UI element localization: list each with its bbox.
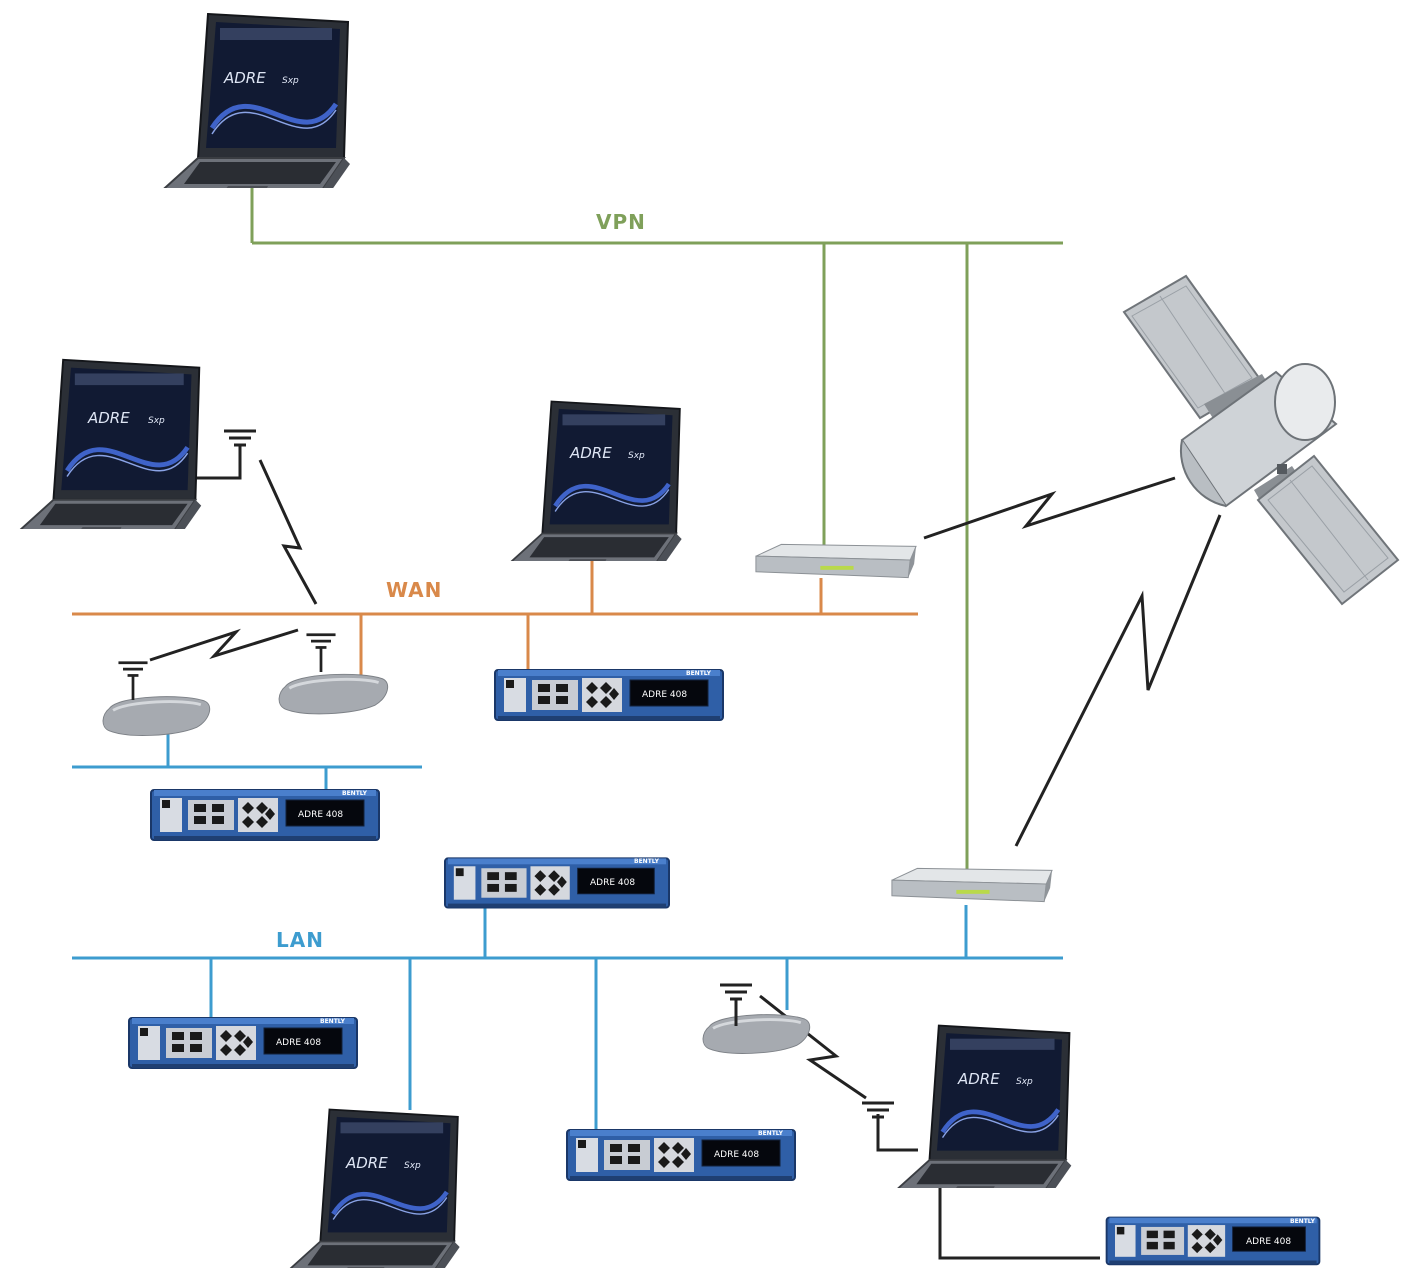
svg-text:ADRE: ADRE [87, 409, 130, 427]
laptop-icon [11, 360, 202, 545]
laptop-icon [888, 1026, 1071, 1203]
laptop-bottom-right-antenna-cable [876, 1114, 918, 1152]
router-icon [755, 543, 917, 579]
svg-text:ADRE: ADRE [223, 69, 266, 87]
laptop-to-adre-cable [938, 1180, 1100, 1260]
adre-408-unit-icon [444, 857, 670, 909]
vpn-label: VPN [596, 210, 646, 234]
laptop-wireless-left: ADRE Sxp [11, 360, 202, 545]
adre-408-unit-icon [150, 789, 380, 841]
svg-text:Sxp: Sxp [1016, 1077, 1033, 1087]
adre-unit-lan-middle: ADRE 408 BENTLY [566, 1129, 796, 1181]
wireless-access-point-icon [701, 1013, 812, 1055]
wireless-access-point-icon [101, 695, 212, 737]
svg-text:Sxp: Sxp [148, 416, 165, 426]
adre-408-unit-icon [566, 1129, 796, 1181]
svg-text:BENTLY: BENTLY [342, 790, 368, 797]
antenna-icon [304, 633, 338, 672]
antenna-icon [222, 429, 258, 472]
svg-text:BENTLY: BENTLY [320, 1018, 346, 1025]
svg-text:ADRE: ADRE [345, 1154, 388, 1172]
svg-text:ADRE 408: ADRE 408 [298, 810, 343, 820]
svg-text:ADRE 408: ADRE 408 [590, 878, 635, 888]
svg-text:BENTLY: BENTLY [634, 858, 660, 865]
laptop-wan: ADRE Sxp [502, 402, 682, 576]
laptop-icon [280, 1110, 460, 1268]
laptop-icon [154, 14, 350, 204]
wan-network [72, 555, 918, 680]
svg-text:ADRE 408: ADRE 408 [276, 1038, 321, 1048]
svg-text:ADRE: ADRE [957, 1070, 1000, 1088]
svg-text:ADRE 408: ADRE 408 [714, 1150, 759, 1160]
adre-unit-lan-top: ADRE 408 BENTLY [444, 857, 670, 909]
antenna-icon [116, 661, 150, 700]
svg-text:BENTLY: BENTLY [686, 670, 712, 677]
laptop-vpn: ADRE Sxp [154, 14, 350, 204]
svg-text:Sxp: Sxp [628, 451, 645, 461]
wireless-link-ap-to-ap [149, 628, 299, 662]
laptop-lan-bottom: ADRE Sxp [280, 1110, 460, 1268]
wireless-links [149, 459, 1222, 1100]
svg-text:ADRE 408: ADRE 408 [1246, 1237, 1291, 1247]
adre-408-unit-icon [128, 1017, 358, 1069]
svg-text:BENTLY: BENTLY [1290, 1218, 1316, 1225]
laptop-icon [502, 402, 682, 576]
antenna-icon [860, 1101, 896, 1144]
satellite-icon [1122, 274, 1400, 606]
router-icon [891, 867, 1053, 903]
adre-unit-sub-lan: ADRE 408 BENTLY [150, 789, 380, 841]
svg-text:Sxp: Sxp [282, 76, 299, 86]
lan-label: LAN [276, 928, 324, 952]
wireless-link-router-to-satellite [923, 476, 1176, 540]
adre-unit-bottom-right: ADRE 408 BENTLY [1105, 1216, 1321, 1266]
adre-unit-lan-left: ADRE 408 BENTLY [128, 1017, 358, 1069]
svg-text:Sxp: Sxp [404, 1161, 421, 1171]
wireless-link-satellite-to-router [1014, 514, 1222, 847]
wireless-link-laptop-to-wan [258, 459, 318, 605]
vpn-network [250, 182, 1063, 870]
adre-unit-wan: ADRE 408 BENTLY [494, 669, 724, 721]
wan-label: WAN [386, 578, 442, 602]
svg-text:ADRE: ADRE [569, 444, 612, 462]
svg-text:ADRE 408: ADRE 408 [642, 690, 687, 700]
laptop-wireless-right: ADRE Sxp [888, 1026, 1071, 1203]
adre-408-unit-icon [494, 669, 724, 721]
svg-text:BENTLY: BENTLY [758, 1130, 784, 1137]
lan-network [72, 734, 1063, 1130]
wireless-access-point-icon [277, 672, 390, 716]
